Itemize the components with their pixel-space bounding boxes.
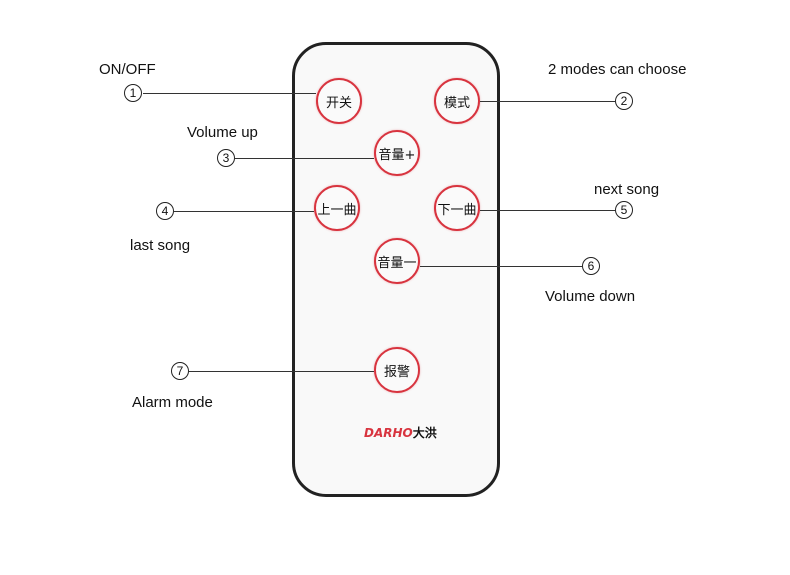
callout-line-5: [480, 210, 615, 211]
callout-line-4: [174, 211, 314, 212]
callout-line-2: [480, 101, 615, 102]
callout-label-5: next song: [594, 181, 660, 198]
mode-button[interactable]: 模式: [434, 78, 480, 124]
power-button[interactable]: 开关: [316, 78, 362, 124]
callout-line-3: [235, 158, 374, 159]
brand-logo: DARHO大洪: [364, 424, 437, 441]
callout-number-7: 7: [171, 362, 189, 380]
callout-number-5: 5: [615, 201, 633, 219]
callout-label-7: Alarm mode: [132, 394, 213, 411]
callout-label-1: ON/OFF: [99, 61, 156, 78]
volume-down-button[interactable]: 音量一: [374, 238, 420, 284]
brand-cjk: 大洪: [412, 426, 437, 440]
callout-label-6: Volume down: [545, 288, 636, 305]
next-song-button[interactable]: 下一曲: [434, 185, 480, 231]
callout-label-2: 2 modes can choose: [548, 61, 687, 78]
callout-label-4: last song: [130, 237, 191, 254]
brand-latin: DARHO: [364, 426, 413, 440]
callout-number-1: 1: [124, 84, 142, 102]
previous-song-button[interactable]: 上一曲: [314, 185, 360, 231]
callout-label-3: Volume up: [187, 124, 258, 141]
callout-number-6: 6: [582, 257, 600, 275]
callout-line-1: [143, 93, 316, 94]
callout-number-4: 4: [156, 202, 174, 220]
volume-up-button[interactable]: 音量+: [374, 130, 420, 176]
callout-number-3: 3: [217, 149, 235, 167]
callout-number-2: 2: [615, 92, 633, 110]
callout-line-7: [189, 371, 374, 372]
callout-line-6: [420, 266, 582, 267]
alarm-button[interactable]: 报警: [374, 347, 420, 393]
